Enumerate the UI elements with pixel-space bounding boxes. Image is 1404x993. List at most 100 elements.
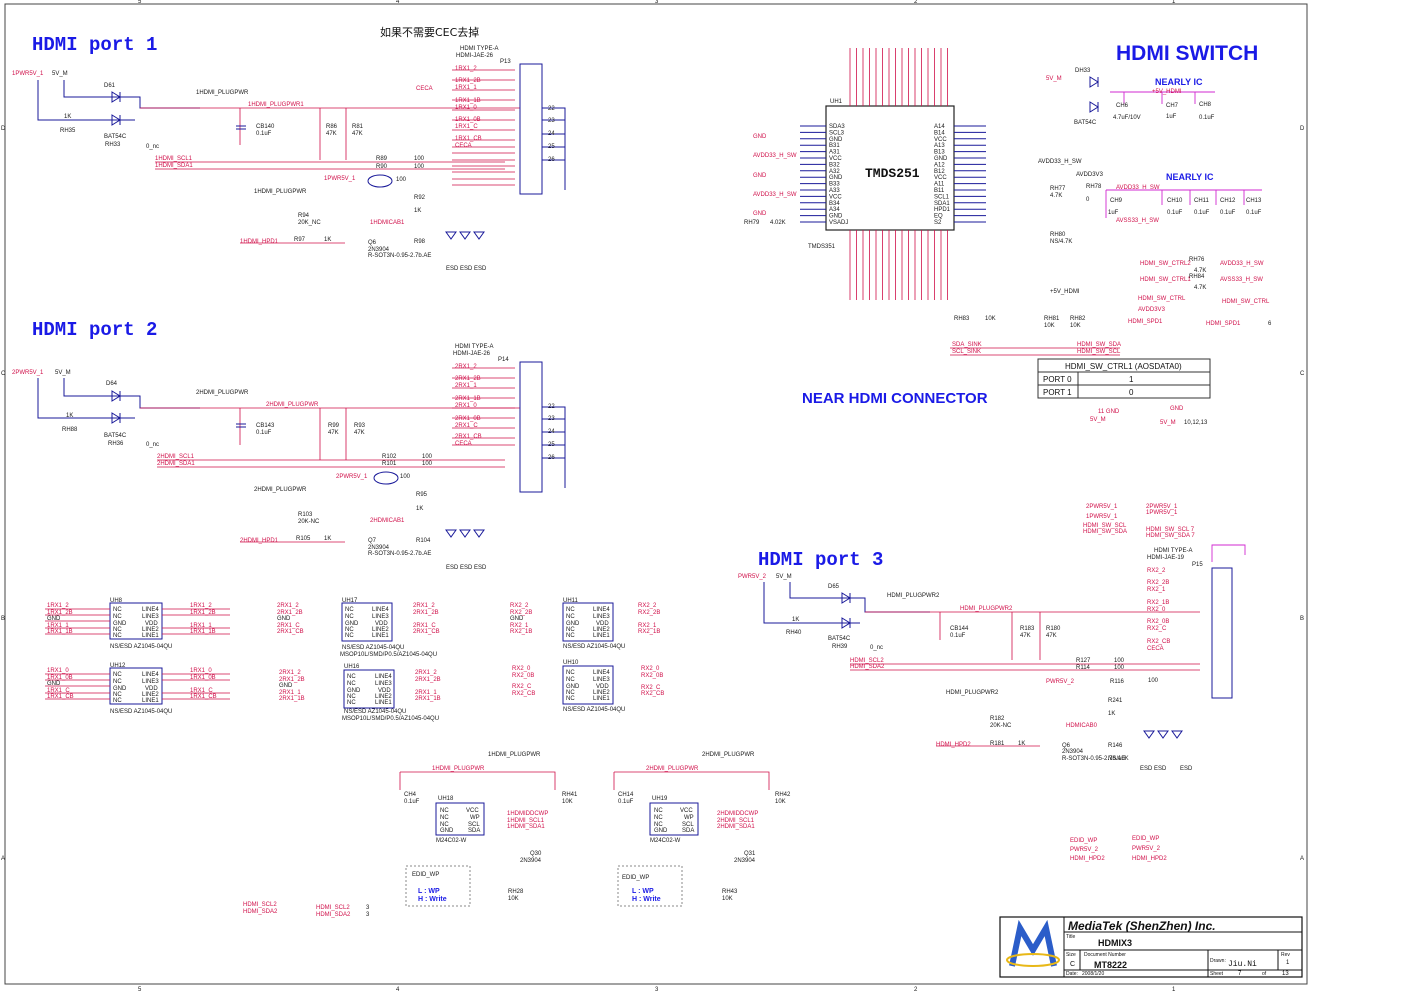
svg-text:NC: NC bbox=[654, 815, 663, 821]
rev-value: 1 bbox=[1286, 960, 1290, 966]
svg-text:1RX1_CB: 1RX1_CB bbox=[455, 136, 482, 142]
pin-label: SCL1 bbox=[934, 194, 950, 200]
port2-power-circuit: D64 BAT54C RH36 0_nc 1K RH88 CB143 0.1uF… bbox=[37, 378, 520, 460]
pin-label: B14 bbox=[934, 130, 945, 136]
svg-text:NC: NC bbox=[347, 700, 356, 706]
svg-text:LINE2: LINE2 bbox=[375, 694, 392, 700]
net-label: 2HDMI_PLUGPWR bbox=[254, 487, 307, 493]
svg-text:2HDMI_PLUGPWR: 2HDMI_PLUGPWR bbox=[266, 402, 319, 408]
svg-text:LINE2: LINE2 bbox=[142, 627, 159, 633]
svg-text:NC: NC bbox=[113, 692, 122, 698]
pin-label: A31 bbox=[829, 150, 840, 156]
svg-text:1RX1_0B: 1RX1_0B bbox=[47, 675, 73, 681]
svg-text:4.7K: 4.7K bbox=[1194, 285, 1206, 291]
svg-text:HDMI_SW_CTRL1: HDMI_SW_CTRL1 bbox=[1140, 277, 1191, 283]
svg-text:UH8: UH8 bbox=[110, 598, 123, 604]
svg-text:M24C02-W: M24C02-W bbox=[650, 838, 681, 844]
svg-text:GND: GND bbox=[753, 211, 767, 217]
svg-text:HDMI_SDA2: HDMI_SDA2 bbox=[316, 912, 351, 918]
svg-text:0.1uF: 0.1uF bbox=[618, 799, 634, 805]
svg-text:2N3904: 2N3904 bbox=[734, 858, 756, 864]
svg-text:0_nc: 0_nc bbox=[146, 144, 159, 150]
svg-text:VCC: VCC bbox=[466, 808, 479, 814]
svg-text:HDMI_SW_CTRL2: HDMI_SW_CTRL2 bbox=[1140, 261, 1191, 267]
svg-text:AVDD3V3: AVDD3V3 bbox=[1138, 307, 1166, 313]
net-label: SCL_SINK bbox=[952, 349, 981, 355]
svg-text:CB144: CB144 bbox=[950, 626, 969, 632]
svg-text:GND: GND bbox=[654, 828, 668, 834]
svg-text:NC: NC bbox=[566, 696, 575, 702]
svg-text:BAT54C: BAT54C bbox=[1074, 120, 1097, 126]
svg-text:RX2_0: RX2_0 bbox=[1147, 607, 1166, 613]
svg-text:NS/ESD AZ1045-04QU: NS/ESD AZ1045-04QU bbox=[563, 707, 625, 713]
svg-text:H : Write: H : Write bbox=[418, 896, 447, 903]
svg-text:NC: NC bbox=[440, 822, 449, 828]
svg-text:R105: R105 bbox=[296, 536, 311, 542]
svg-text:EDID_WP: EDID_WP bbox=[1070, 838, 1097, 844]
svg-text:10,12,13: 10,12,13 bbox=[1184, 420, 1208, 426]
svg-text:NC: NC bbox=[566, 633, 575, 639]
svg-text:R90: R90 bbox=[376, 164, 388, 170]
svg-text:NC: NC bbox=[113, 698, 122, 704]
svg-text:100: 100 bbox=[422, 461, 433, 467]
connector-p15: HDMI TYPE-A HDMI-JAE-19 P15 RX2_2 RX2_2B… bbox=[1147, 544, 1246, 699]
sheet-frame bbox=[4, 3, 1308, 985]
svg-text:22: 22 bbox=[548, 106, 555, 112]
svg-text:VDD: VDD bbox=[145, 621, 158, 627]
svg-text:EDID_WP: EDID_WP bbox=[412, 872, 439, 878]
svg-text:22: 22 bbox=[548, 404, 555, 410]
pin-label: B12 bbox=[934, 169, 945, 175]
pin-label: GND bbox=[934, 156, 948, 162]
svg-text:R101: R101 bbox=[382, 461, 397, 467]
svg-text:2HDMI_SCL1: 2HDMI_SCL1 bbox=[717, 818, 755, 824]
svg-text:3: 3 bbox=[366, 912, 370, 918]
svg-text:2RX1_1B: 2RX1_1B bbox=[279, 696, 305, 702]
svg-text:GND: GND bbox=[47, 681, 61, 687]
net-label: HDMI_SDA2 bbox=[243, 909, 278, 915]
of-label: of bbox=[1262, 971, 1267, 977]
svg-text:UH16: UH16 bbox=[344, 664, 360, 670]
svg-text:0.1uF: 0.1uF bbox=[950, 633, 966, 639]
svg-text:Q7: Q7 bbox=[368, 538, 377, 544]
pin-label: A14 bbox=[934, 124, 945, 130]
svg-text:1RX1_CB: 1RX1_CB bbox=[190, 694, 217, 700]
net-label: HDMI_SCL2 bbox=[243, 902, 277, 908]
svg-text:5V_M: 5V_M bbox=[1090, 417, 1106, 423]
svg-text:ESD: ESD bbox=[446, 266, 459, 272]
svg-text:HDMI_SPD1: HDMI_SPD1 bbox=[1206, 321, 1241, 327]
border-mark: A bbox=[1, 856, 5, 862]
svg-text:0.1uF: 0.1uF bbox=[404, 799, 420, 805]
svg-text:2RX1_C: 2RX1_C bbox=[277, 623, 300, 629]
svg-text:+5V_HDMI: +5V_HDMI bbox=[1050, 289, 1080, 295]
net-label: 1HDMI_SCL1 bbox=[155, 156, 193, 162]
svg-text:LINE3: LINE3 bbox=[372, 614, 389, 620]
net-label: 2PWR5V_1 bbox=[12, 370, 44, 376]
port3-title: HDMI port 3 bbox=[758, 549, 883, 571]
svg-text:1HDMI_PLUGPWR: 1HDMI_PLUGPWR bbox=[488, 752, 541, 758]
svg-text:Q30: Q30 bbox=[530, 851, 542, 857]
border-mark: C bbox=[1, 371, 6, 377]
svg-text:R241: R241 bbox=[1108, 698, 1123, 704]
svg-text:ESD: ESD bbox=[1140, 766, 1153, 772]
svg-text:2RX1_CB: 2RX1_CB bbox=[277, 629, 304, 635]
svg-text:RX2_1B: RX2_1B bbox=[638, 629, 660, 635]
svg-text:24: 24 bbox=[548, 131, 555, 137]
sheet-value: 7 bbox=[1238, 971, 1242, 977]
svg-text:HDMI_SW_SDA 7: HDMI_SW_SDA 7 bbox=[1146, 533, 1195, 539]
svg-text:EDID_WP: EDID_WP bbox=[1132, 836, 1159, 842]
svg-text:1K: 1K bbox=[324, 536, 331, 542]
svg-text:RH80: RH80 bbox=[1050, 232, 1066, 238]
svg-text:R94: R94 bbox=[298, 213, 310, 219]
svg-text:VCC: VCC bbox=[680, 808, 693, 814]
svg-text:P15: P15 bbox=[1192, 562, 1203, 568]
svg-text:LINE4: LINE4 bbox=[142, 672, 159, 678]
border-mark: 2 bbox=[914, 0, 918, 5]
svg-text:HDMI_SW_SDA: HDMI_SW_SDA bbox=[1083, 529, 1127, 535]
svg-text:0.1uF: 0.1uF bbox=[256, 430, 272, 436]
title-label: Title bbox=[1066, 934, 1075, 940]
sink-ddc-wires bbox=[950, 347, 1120, 356]
svg-text:AVDD33_H_SW: AVDD33_H_SW bbox=[1038, 159, 1082, 165]
svg-text:GND: GND bbox=[277, 616, 291, 622]
svg-text:2RX1_2: 2RX1_2 bbox=[455, 364, 477, 370]
net-label: CECA bbox=[416, 86, 433, 92]
